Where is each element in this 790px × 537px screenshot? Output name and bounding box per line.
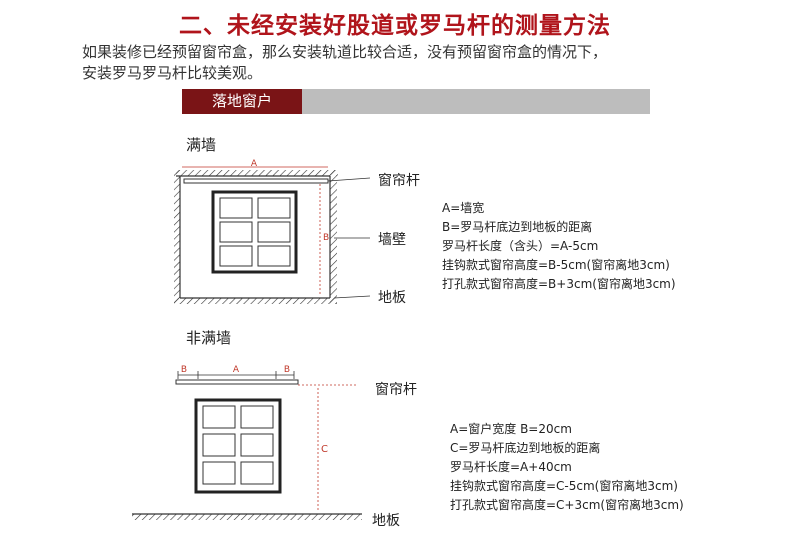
dim-c-label: C: [321, 444, 328, 455]
full-wall-heading: 满墙: [186, 136, 217, 154]
partial-wall-heading: 非满墙: [186, 329, 232, 347]
rod-leader: [327, 177, 371, 182]
curtain-rod: [175, 379, 299, 385]
window-panes: [202, 405, 274, 485]
intro-line-2: 安装罗马罗马杆比较美观。: [82, 64, 263, 82]
partial-wall-rod-label: 窗帘杆: [375, 382, 417, 398]
partial-wall-note: 打孔款式窗帘高度=C+3cm(窗帘离地3cm): [450, 498, 684, 512]
dim-b-left-label: B: [181, 365, 187, 375]
full-wall-note: 挂钩款式窗帘高度=B-5cm(窗帘离地3cm): [442, 258, 670, 272]
floor-hatch: [132, 514, 362, 520]
partial-wall-note: 罗马杆长度=A+40cm: [450, 460, 572, 474]
section-banner: 落地窗户: [182, 89, 650, 114]
intro-line-1: 如果装修已经预留窗帘盒，那么安装轨道比较合适，没有预留窗帘盒的情况下，: [82, 43, 608, 61]
dim-b-right-label: B: [284, 365, 290, 375]
partial-wall-diagram: B A B C: [132, 365, 362, 520]
full-wall-note: B=罗马杆底边到地板的距离: [442, 220, 593, 234]
dim-a-label: A: [251, 159, 258, 169]
window-panes: [219, 197, 291, 267]
full-wall-notes: A=墙宽 B=罗马杆底边到地板的距离 罗马杆长度（含头）=A-5cm 挂钩款式窗…: [442, 199, 676, 294]
curtain-rod: [183, 178, 329, 184]
full-wall-note: 打孔款式窗帘高度=B+3cm(窗帘离地3cm): [442, 277, 676, 291]
floor-hatch: [174, 298, 337, 304]
full-wall-wall-label: 墙壁: [378, 232, 406, 248]
partial-wall-note: 挂钩款式窗帘高度=C-5cm(窗帘离地3cm): [450, 479, 678, 493]
intro-text: 如果装修已经预留窗帘盒，那么安装轨道比较合适，没有预留窗帘盒的情况下， 安装罗马…: [82, 42, 722, 84]
ceiling-hatch: [176, 170, 338, 176]
partial-wall-note: A=窗户宽度 B=20cm: [450, 422, 572, 436]
full-wall-diagram: A B: [174, 159, 371, 304]
section-banner-label: 落地窗户: [182, 89, 302, 114]
floor-leader: [333, 295, 371, 299]
dim-b-label: B: [323, 233, 329, 243]
left-wall-hatch: [174, 170, 180, 304]
page-title: 二、未经安装好股道或罗马杆的测量方法: [179, 13, 611, 39]
partial-wall-notes: A=窗户宽度 B=20cm C=罗马杆底边到地板的距离 罗马杆长度=A+40cm…: [450, 420, 684, 515]
full-wall-note: A=墙宽: [442, 201, 485, 215]
dim-a-label: A: [233, 365, 240, 375]
full-wall-floor-label: 地板: [378, 290, 406, 306]
partial-wall-note: C=罗马杆底边到地板的距离: [450, 441, 601, 455]
full-wall-note: 罗马杆长度（含头）=A-5cm: [442, 239, 599, 253]
partial-wall-floor-label: 地板: [372, 513, 400, 529]
full-wall-rod-label: 窗帘杆: [378, 173, 420, 189]
right-wall-hatch: [330, 170, 337, 304]
